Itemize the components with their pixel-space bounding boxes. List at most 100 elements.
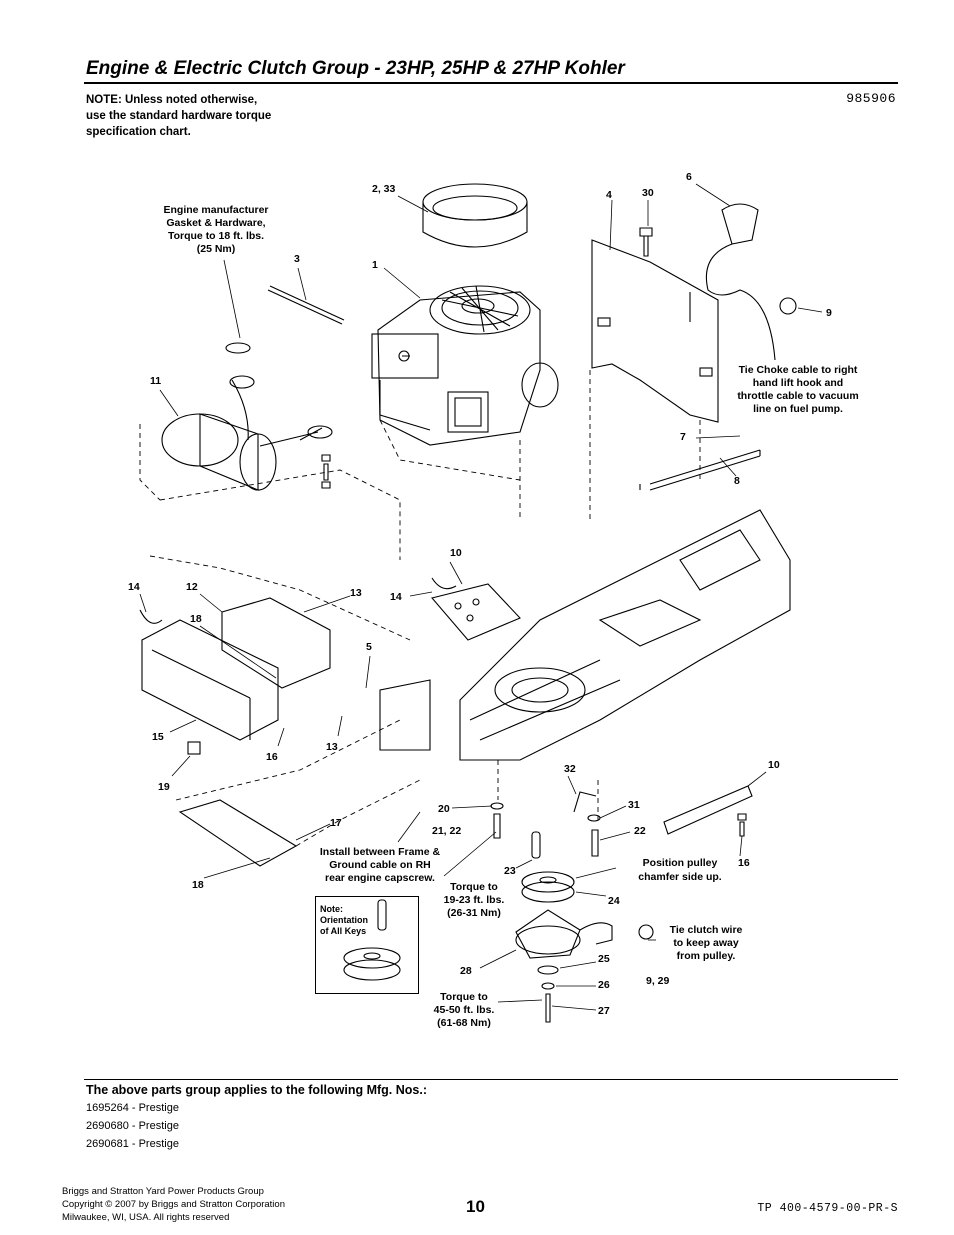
callout-26: 26 [598, 979, 610, 991]
tie-choke-annotation: hand lift hook and [753, 377, 843, 389]
bracket-part [221, 597, 331, 689]
inset-note: Orientation [320, 915, 368, 925]
callout-18: 18 [190, 613, 202, 625]
callout-21-22: 21, 22 [432, 825, 461, 837]
gasket-annotation: Torque to 18 ft. lbs. [168, 230, 264, 242]
callout-15: 15 [152, 731, 164, 743]
callout-4: 4 [606, 189, 612, 201]
callout-31: 31 [628, 799, 640, 811]
callout-1: 1 [372, 259, 378, 271]
clutch-wire-annotation: Tie clutch wire [670, 924, 743, 936]
callout-27: 27 [598, 1005, 610, 1017]
callout-20: 20 [438, 803, 450, 815]
callout-18: 18 [192, 879, 204, 891]
pulley-annotation: Position pulley [643, 857, 718, 869]
install-annotation: rear engine capscrew. [325, 872, 435, 884]
mfg-number: 2690681 - Prestige [86, 1138, 179, 1150]
inset-note: Note: [320, 904, 343, 914]
engine-part [371, 285, 559, 446]
torque-annotation: (61-68 Nm) [437, 1017, 491, 1029]
heat-shield-part [591, 239, 719, 423]
tie-choke-annotation: throttle cable to vacuum [737, 390, 858, 402]
callout-5: 5 [366, 641, 372, 653]
callout-32: 32 [564, 763, 576, 775]
tie-choke-annotation: Tie Choke cable to right [739, 364, 858, 376]
gasket-annotation: Engine manufacturer [163, 204, 268, 216]
page-number: 10 [466, 1197, 485, 1216]
callout-13: 13 [326, 741, 338, 753]
callout-30: 30 [642, 187, 654, 199]
callout-7: 7 [680, 431, 686, 443]
callout-22: 22 [634, 825, 646, 837]
install-annotation: Install between Frame & [320, 846, 441, 858]
callout-9: 9 [826, 307, 832, 319]
callout-16: 16 [266, 751, 278, 763]
air-cleaner-ring-part [422, 183, 528, 248]
callout-19: 19 [158, 781, 170, 793]
choke-part [721, 203, 759, 245]
note-line: NOTE: Unless noted otherwise, [86, 94, 258, 106]
callout-17: 17 [330, 817, 342, 829]
callout-23: 23 [504, 865, 516, 877]
frame-part [379, 509, 791, 761]
pulley-annotation: chamfer side up. [638, 871, 722, 883]
callout-12: 12 [186, 581, 198, 593]
electric-clutch-part [515, 909, 613, 959]
callout-10: 10 [450, 547, 462, 559]
callout-9-29: 9, 29 [646, 975, 670, 987]
lower-plate-part [178, 799, 298, 867]
leader-lines [139, 183, 823, 1011]
plate-part [431, 583, 521, 641]
nut-part [187, 741, 201, 755]
footer-line: Copyright © 2007 by Briggs and Stratton … [62, 1199, 285, 1210]
callout-10: 10 [768, 759, 780, 771]
plate-part [663, 785, 753, 835]
title-rule [84, 82, 898, 84]
callout-3: 3 [294, 253, 300, 265]
callout-14: 14 [390, 591, 402, 603]
torque-annotation: Torque to [450, 881, 498, 893]
torque-annotation: 45-50 ft. lbs. [434, 1004, 495, 1016]
gasket-annotation: Gasket & Hardware, [166, 217, 265, 229]
key-part [531, 831, 541, 859]
callout-25: 25 [598, 953, 610, 965]
gasket-part [225, 342, 251, 354]
cover-part [141, 619, 279, 741]
mfg-number: 1695264 - Prestige [86, 1102, 179, 1114]
footer-line: Milwaukee, WI, USA. All rights reserved [62, 1212, 230, 1223]
gasket-annotation: (25 Nm) [197, 243, 236, 255]
callout-8: 8 [734, 475, 740, 487]
note-line: use the standard hardware torque [86, 110, 272, 122]
clutch-wire-annotation: to keep away [673, 937, 739, 949]
callout-28: 28 [460, 965, 472, 977]
callout-24: 24 [608, 895, 620, 907]
callout-2-33: 2, 33 [372, 183, 396, 195]
assembly-lines [139, 370, 701, 847]
install-annotation: Ground cable on RH [329, 859, 431, 871]
applies-heading: The above parts group applies to the fol… [86, 1083, 427, 1097]
fuel-line-part [649, 449, 761, 491]
callout-11: 11 [150, 375, 161, 387]
torque-note: NOTE: Unless noted otherwise, use the st… [86, 92, 326, 140]
clutch-wire-annotation: from pulley. [677, 950, 736, 962]
cable-part [573, 791, 597, 813]
applies-rule [84, 1079, 898, 1080]
clip-part [139, 609, 163, 624]
pulley-part [521, 871, 575, 903]
muffler-part [161, 375, 333, 491]
torque-annotation: Torque to [440, 991, 488, 1003]
torque-annotation: 19-23 ft. lbs. [444, 894, 505, 906]
callout-6: 6 [686, 171, 692, 183]
note-line: specification chart. [86, 126, 191, 138]
stud-part [267, 289, 343, 325]
callout-16: 16 [738, 857, 750, 869]
callout-14: 14 [128, 581, 140, 593]
callout-13: 13 [350, 587, 362, 599]
footer-company: Briggs and Stratton Yard Power Products … [62, 1185, 285, 1224]
page-title: Engine & Electric Clutch Group - 23HP, 2… [86, 58, 625, 79]
mfg-number: 2690680 - Prestige [86, 1120, 179, 1132]
footer-line: Briggs and Stratton Yard Power Products … [62, 1186, 264, 1197]
tie-choke-annotation: line on fuel pump. [753, 403, 843, 415]
inset-note: of All Keys [320, 926, 366, 936]
